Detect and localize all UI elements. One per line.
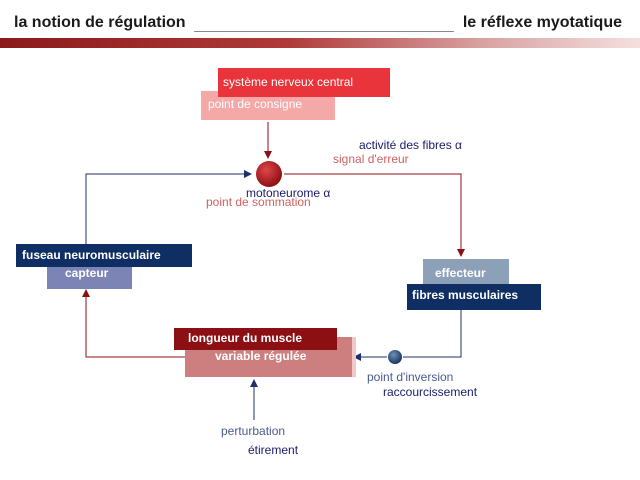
header-banner (0, 38, 640, 48)
arrow-fibres-inversion (403, 310, 462, 358)
fibres-box: fibres musculaires (407, 284, 541, 310)
etirement-label: étirement (248, 443, 299, 457)
arrow-sommation-effecteur (284, 173, 465, 257)
activite-label: activité des fibres α (359, 138, 462, 152)
title-underline (194, 31, 454, 32)
inversion-node (388, 350, 402, 364)
fuseau-box: fuseau neuromusculaire (16, 244, 192, 267)
title-right: le réflexe myotatique (462, 14, 622, 31)
effecteur-box: effecteur (423, 259, 509, 288)
snc-box: système nerveux central (218, 68, 390, 97)
title-left: la notion de régulation (14, 14, 186, 31)
summation-node (256, 161, 282, 187)
perturbation-label: perturbation (221, 424, 286, 438)
erreur-label: signal d'erreur (333, 152, 409, 166)
longueur-box: longueur du muscle (174, 328, 337, 350)
arrow-fuseau-sommation (85, 170, 252, 244)
motoneurone-label: motoneurome α (246, 186, 331, 200)
inversion-label: point d'inversion (367, 370, 454, 384)
sommation-label: point de sommation (206, 195, 311, 209)
raccourcissement-label: raccourcissement (383, 385, 478, 399)
arrow-variable-capteur (82, 289, 186, 358)
